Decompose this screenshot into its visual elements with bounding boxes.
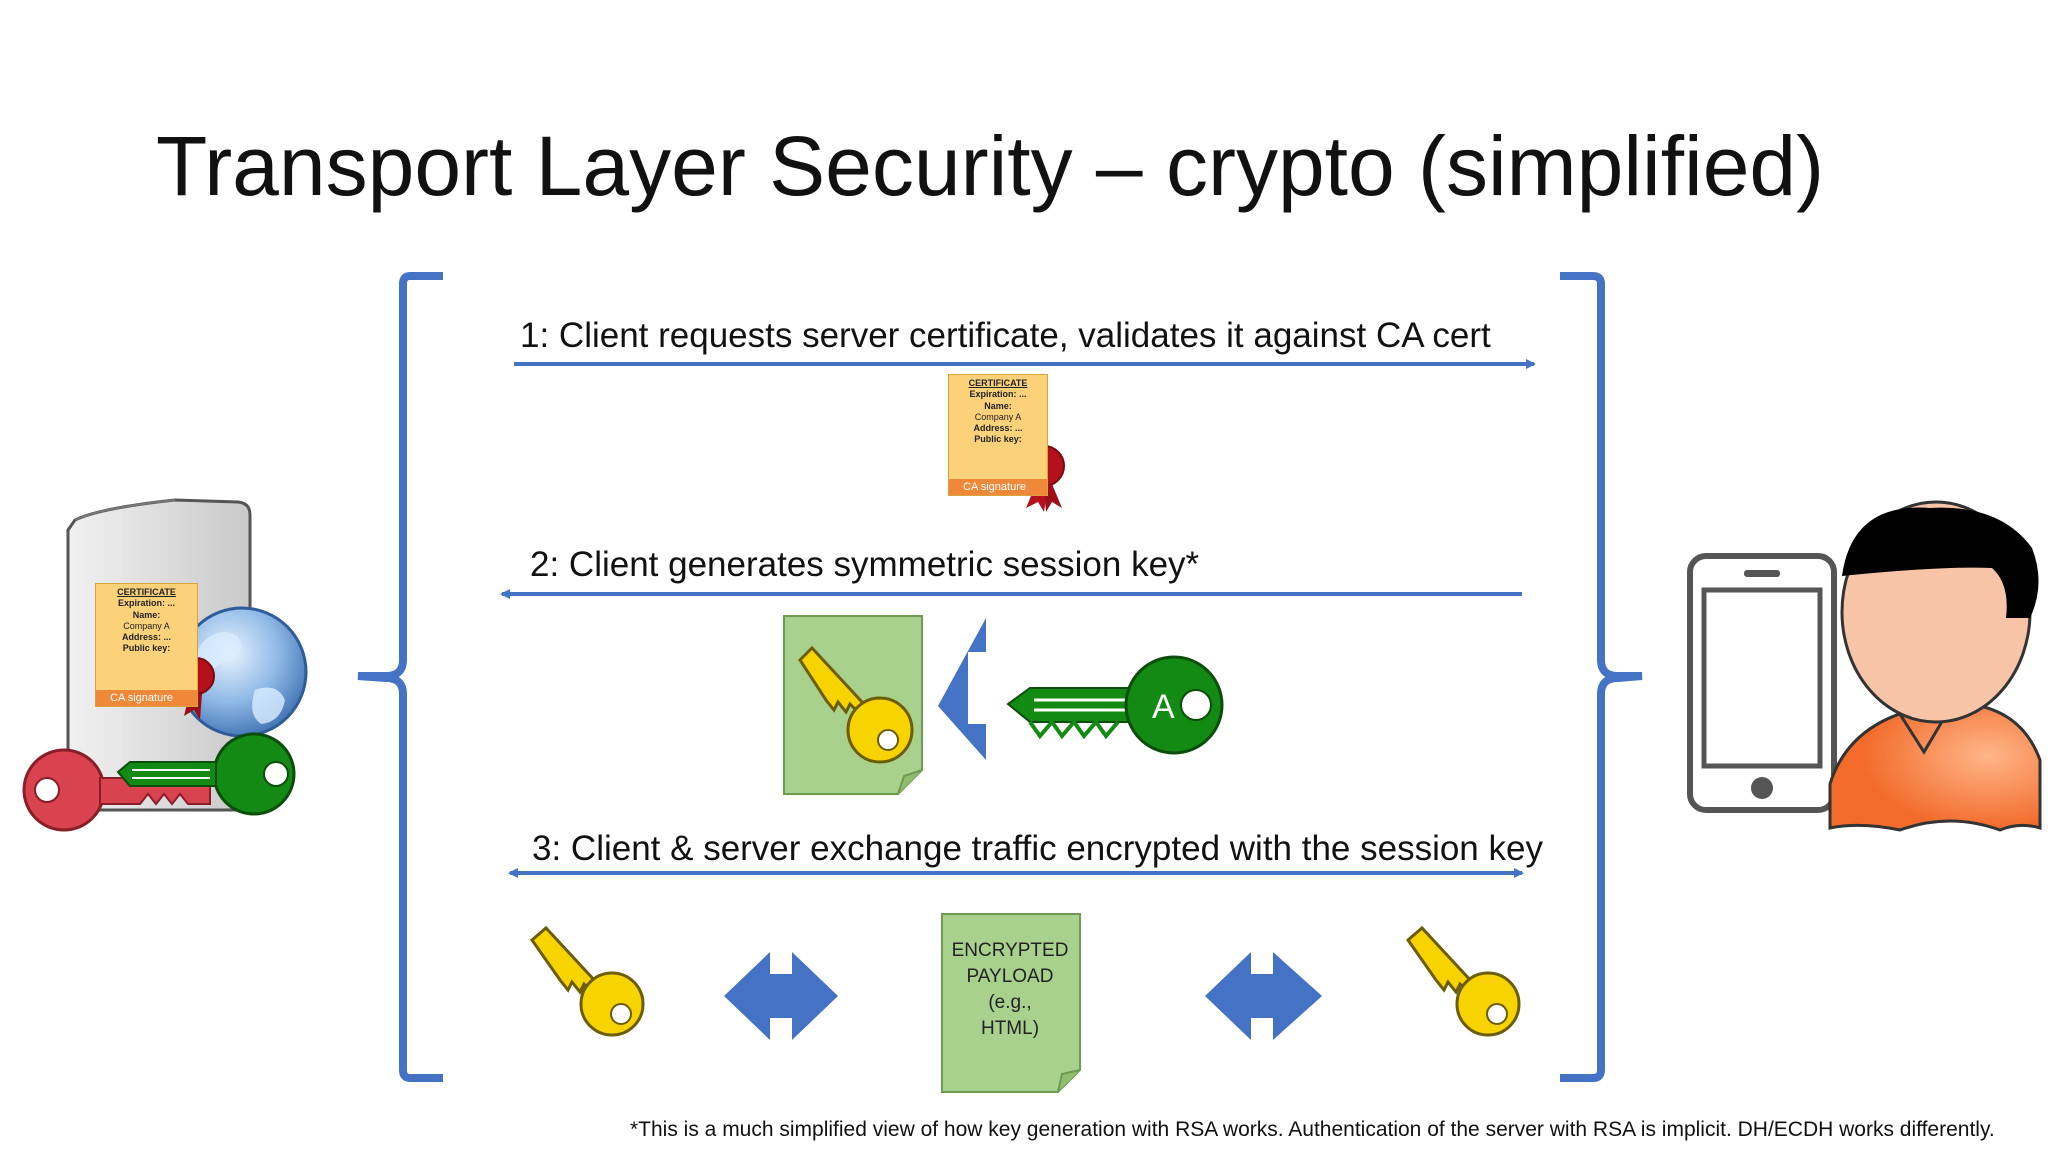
double-arrow-icon — [724, 952, 838, 1040]
payload-line: PAYLOAD — [966, 966, 1054, 987]
phone-icon — [1687, 553, 1837, 813]
cert-expiration: Expiration: ... — [969, 389, 1027, 400]
public-key-icon — [1006, 655, 1224, 755]
cert-expiration: Expiration: ... — [117, 598, 175, 609]
cert-address: Address: ... — [973, 423, 1023, 433]
session-key-icon — [529, 925, 645, 1037]
private-key-icon — [22, 748, 211, 832]
key-label: A — [1152, 688, 1175, 726]
chevron-left-icon — [938, 618, 986, 760]
cert-name: Name: — [984, 400, 1012, 411]
cert-public-key: Public key: — [974, 434, 1022, 445]
cert-company: Company A — [123, 620, 170, 631]
step-1-label: 1: Client requests server certificate, v… — [520, 316, 1491, 355]
encrypted-payload-label: ENCRYPTED PAYLOAD (e.g., HTML) — [942, 938, 1078, 1042]
left-bracket — [357, 272, 443, 1082]
step-3-label: 3: Client & server exchange traffic encr… — [532, 829, 1543, 868]
person-icon — [1828, 500, 2042, 832]
cert-address: Address: ... — [121, 632, 171, 642]
public-key-icon — [116, 732, 296, 816]
cert-signature: CA signature — [949, 479, 1047, 495]
page-title: Transport Layer Security – crypto (simpl… — [156, 119, 1825, 213]
payload-line: ENCRYPTED — [951, 940, 1069, 961]
document-icon — [941, 913, 1081, 1093]
double-arrow-icon — [1205, 952, 1322, 1040]
session-key-icon — [798, 645, 914, 764]
cert-header: CERTIFICATE — [968, 378, 1028, 388]
cert-name: Name: — [132, 609, 161, 620]
right-bracket — [1560, 272, 1643, 1082]
session-key-icon — [1405, 925, 1521, 1037]
cert-signature: CA signature — [96, 690, 197, 706]
cert-header: CERTIFICATE — [117, 587, 176, 597]
cert-public-key: Public key: — [122, 643, 171, 654]
step-2-label: 2: Client generates symmetric session ke… — [530, 545, 1200, 584]
payload-line: HTML) — [980, 1018, 1040, 1039]
certificate-icon: CERTIFICATE Expiration: ... Name: Compan… — [95, 583, 198, 707]
footnote: *This is a much simplified view of how k… — [630, 1118, 1995, 1141]
cert-company: Company A — [974, 411, 1022, 422]
certificate-icon: CERTIFICATE Expiration: ... Name: Compan… — [948, 374, 1048, 496]
payload-line: (e.g., — [988, 992, 1032, 1013]
